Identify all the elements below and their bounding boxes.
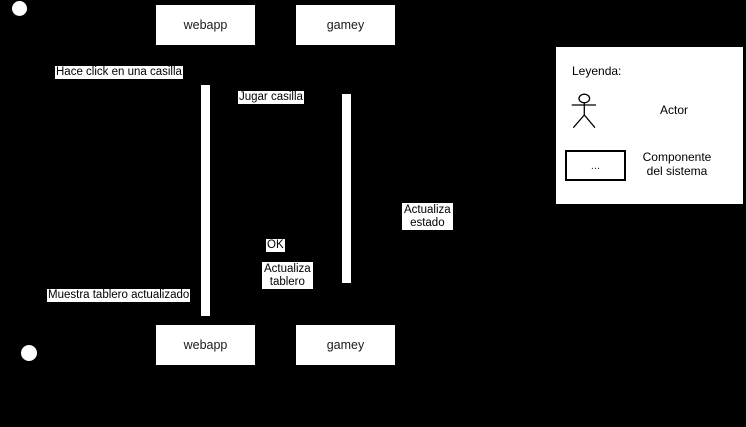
message-ok: OK: [266, 239, 285, 252]
message-line: tablero: [269, 275, 305, 288]
message-line: Actualiza: [404, 204, 451, 216]
legend-actor-label: Actor: [660, 103, 689, 117]
component-symbol: ...: [590, 159, 601, 172]
component-icon: ...: [565, 150, 626, 181]
message-hace-click: Hace click en una casilla: [55, 66, 183, 79]
actor-icon: [571, 93, 596, 129]
participant-gamey-top: gamey: [296, 5, 395, 45]
message-actualiza-estado: Actualiza estado: [402, 203, 453, 230]
message-line: estado: [410, 216, 445, 229]
message-actualiza-tablero: Actualiza tablero: [262, 262, 313, 289]
activation-bar-gamey: [342, 94, 351, 283]
legend-panel: Leyenda: Actor ... Componente del sistem…: [555, 46, 744, 205]
participant-label: gamey: [326, 18, 365, 32]
message-muestra-tablero: Muestra tablero actualizado: [47, 289, 191, 302]
legend-component-label: Componente del sistema: [617, 150, 737, 178]
participant-label: webapp: [183, 338, 228, 352]
legend-component-line: Componente: [642, 150, 712, 164]
message-jugar-casilla: Jugar casilla: [238, 91, 304, 104]
message-line: Actualiza: [264, 263, 311, 275]
legend-component-line: del sistema: [646, 163, 708, 178]
activation-bar-webapp: [201, 85, 210, 316]
participant-label: gamey: [326, 338, 365, 352]
participant-label: webapp: [183, 18, 228, 32]
legend-title: Leyenda:: [572, 64, 622, 78]
participant-webapp-top: webapp: [156, 5, 255, 45]
actor-head-icon-bottom: [21, 345, 37, 361]
participant-gamey-bottom: gamey: [296, 325, 395, 365]
actor-head-icon-top: [12, 1, 27, 16]
participant-webapp-bottom: webapp: [156, 325, 255, 365]
